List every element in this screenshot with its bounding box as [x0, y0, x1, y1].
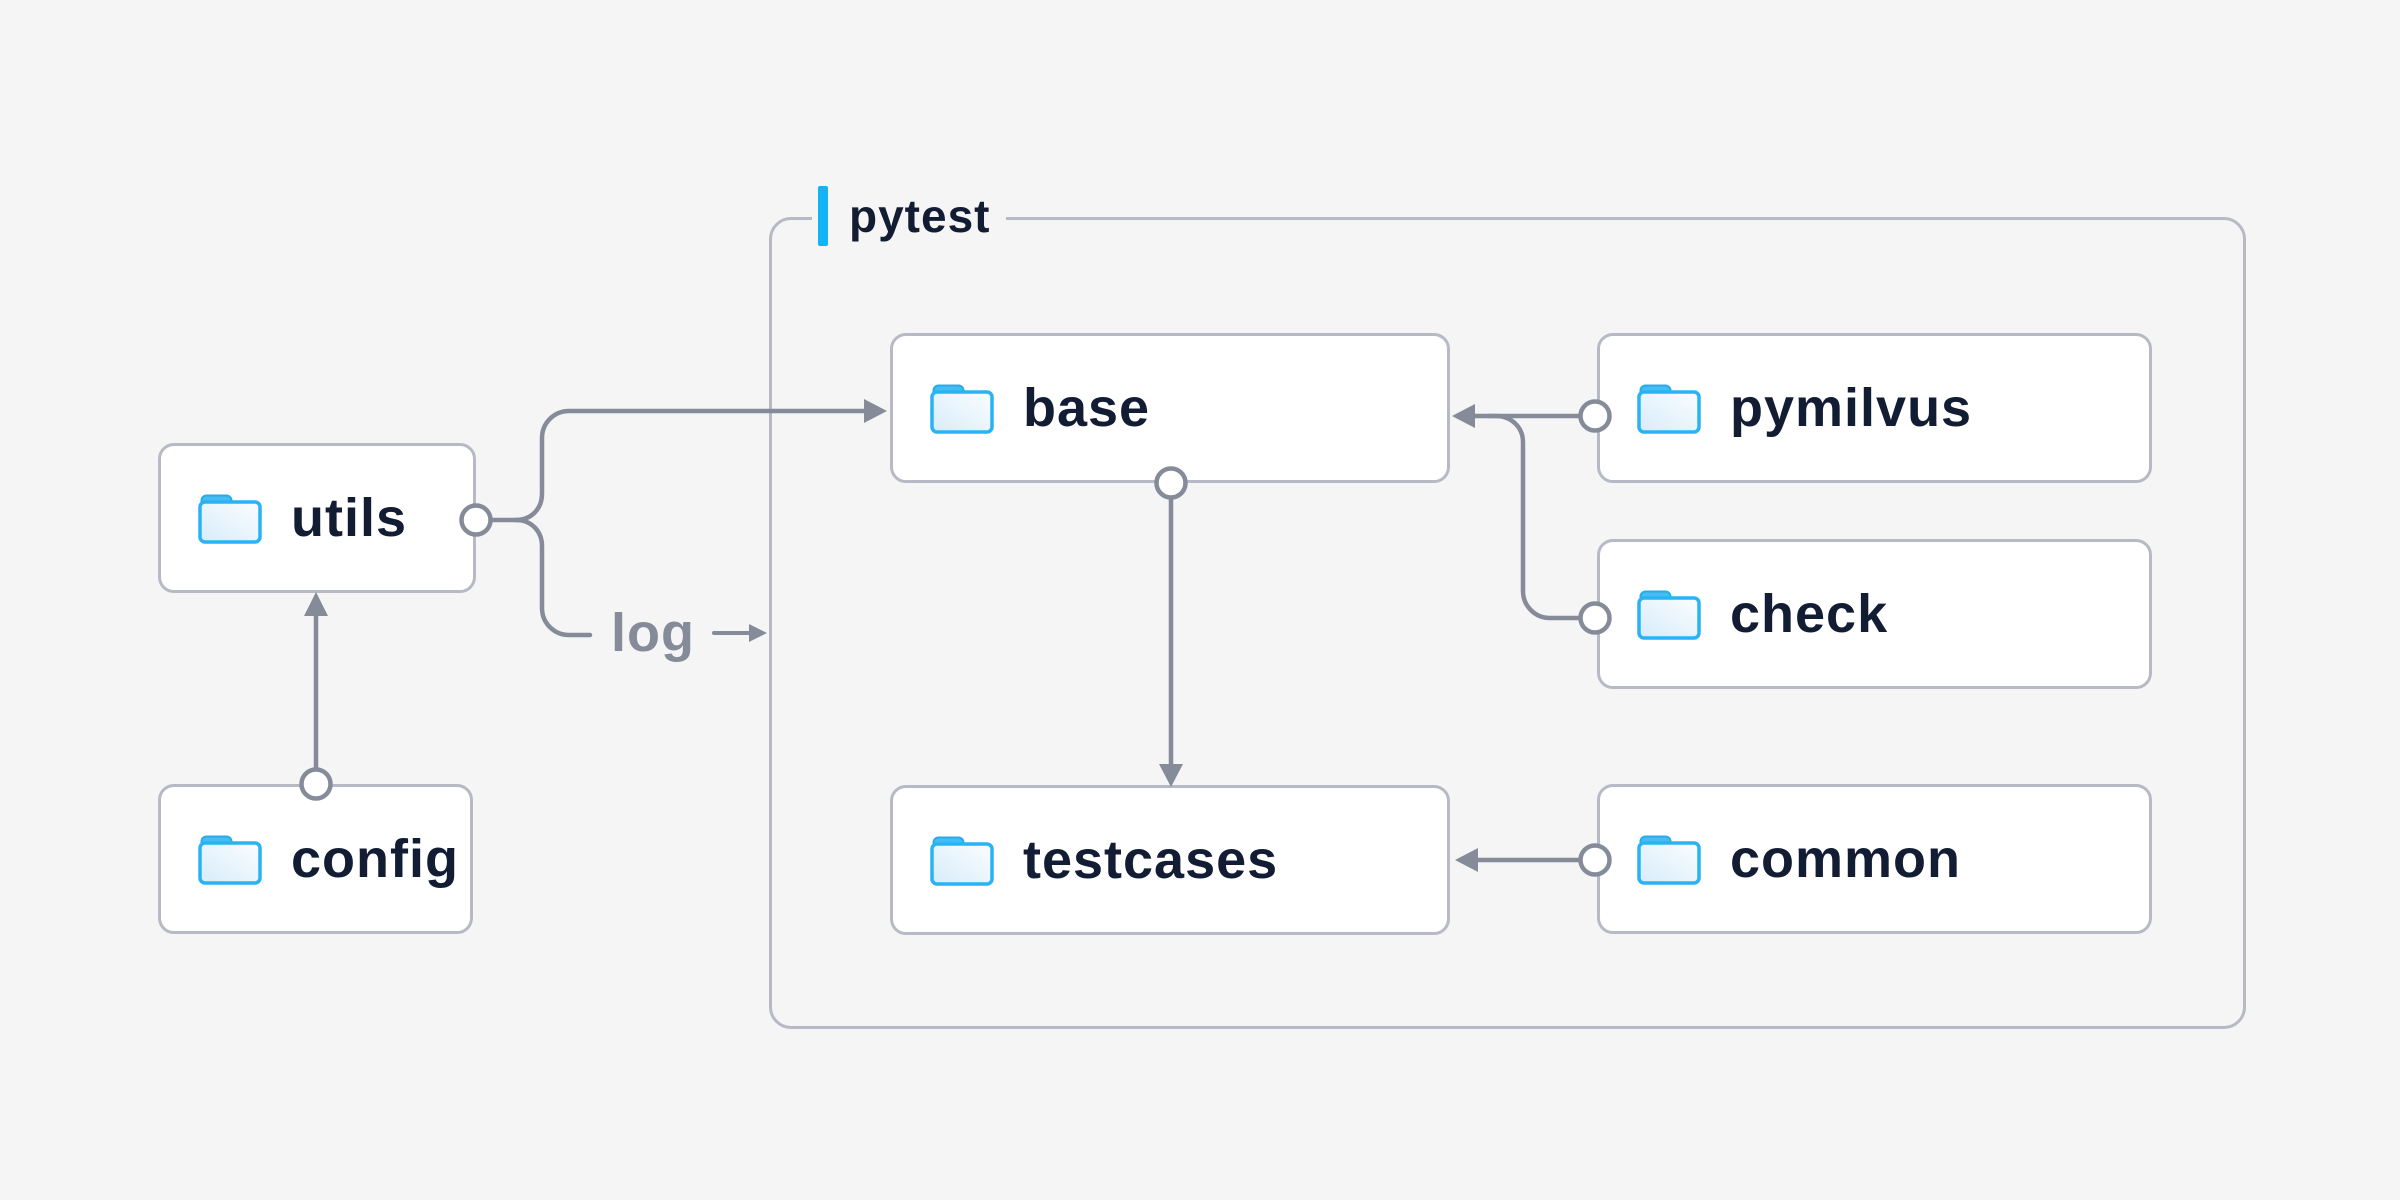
node-utils-label: utils	[291, 488, 408, 548]
node-check-label: check	[1730, 584, 1889, 644]
node-utils: utils	[158, 443, 476, 593]
edge-log-label: log	[611, 603, 695, 663]
pytest-group-frame	[769, 217, 2246, 1029]
edge-utils-log	[513, 517, 593, 638]
node-pymilvus-label: pymilvus	[1730, 378, 1973, 438]
pytest-group-title: pytest	[849, 190, 991, 242]
node-base-label: base	[1023, 378, 1151, 438]
folder-icon	[198, 835, 262, 885]
accent-bar	[818, 186, 828, 246]
folder-icon	[198, 494, 262, 544]
folder-icon	[1637, 590, 1701, 640]
log-arrowhead	[749, 624, 767, 642]
node-common-label: common	[1730, 829, 1962, 889]
folder-icon	[1637, 835, 1701, 885]
folder-icon	[930, 384, 994, 434]
node-pymilvus: pymilvus	[1597, 333, 2152, 483]
node-check: check	[1597, 539, 2152, 689]
node-testcases: testcases	[890, 785, 1450, 935]
node-testcases-label: testcases	[1023, 830, 1279, 890]
folder-icon	[1637, 384, 1701, 434]
folder-icon	[930, 836, 994, 886]
node-config: config	[158, 784, 473, 934]
arrowhead-up-utils	[304, 592, 328, 616]
pytest-group-label: pytest	[812, 184, 1007, 248]
node-common: common	[1597, 784, 2152, 934]
node-config-label: config	[291, 829, 459, 889]
node-base: base	[890, 333, 1450, 483]
